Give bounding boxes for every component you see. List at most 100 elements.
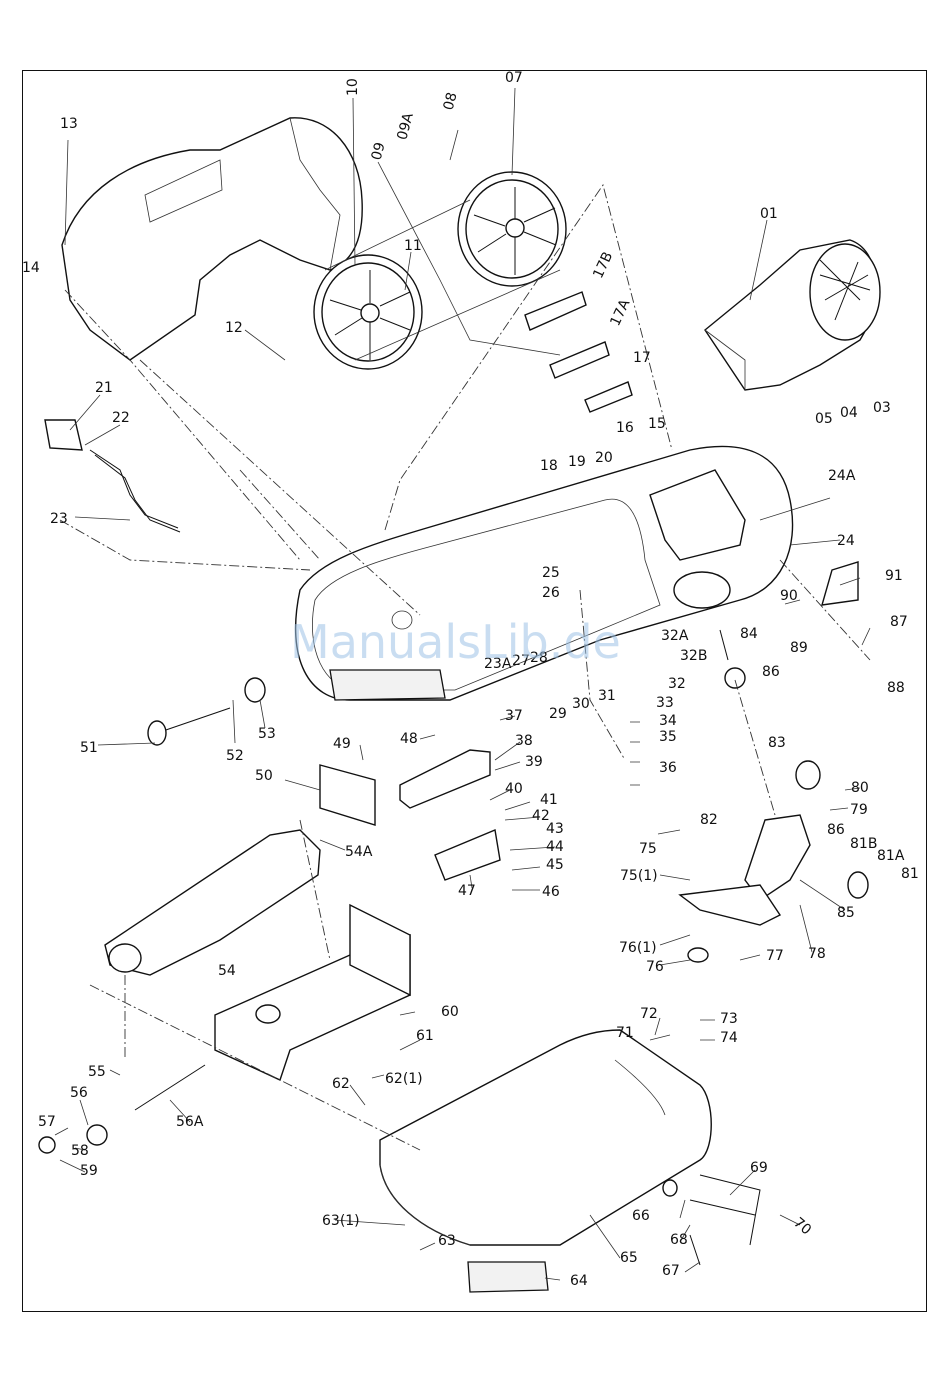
part-label: 67 (662, 1263, 680, 1279)
part-label: 32B (680, 648, 707, 664)
part-label: 23 (50, 511, 68, 527)
part-label: 60 (441, 1004, 459, 1020)
part-label: 21 (95, 380, 113, 396)
part-label: 53 (258, 726, 276, 742)
part-label: 32 (668, 676, 686, 692)
part-label: 40 (505, 781, 523, 797)
part-label: 81 (901, 866, 919, 882)
vise-arm (104, 829, 321, 976)
part-label: 41 (540, 792, 558, 808)
part-label: 38 (515, 733, 533, 749)
part-label: 29 (549, 706, 567, 722)
motor (704, 239, 881, 391)
part-label: 65 (620, 1250, 638, 1266)
alignment-lines (59, 183, 871, 1151)
part-label: 14 (22, 260, 40, 276)
part-label: 72 (640, 1006, 658, 1022)
part-label: 82 (700, 812, 718, 828)
part-label: 58 (71, 1143, 89, 1159)
part-label: 46 (542, 884, 560, 900)
part-label: 68 (670, 1232, 688, 1248)
part-label: 75 (639, 841, 657, 857)
part-label: 33 (656, 695, 674, 711)
part-label: 76 (646, 959, 664, 975)
part-label: 85 (837, 905, 855, 921)
part-label: 76(1) (619, 940, 657, 956)
part-label: 69 (750, 1160, 768, 1176)
part-label: 78 (808, 946, 826, 962)
part-label: 03 (873, 400, 891, 416)
part-label: 83 (768, 735, 786, 751)
watermark: ManualsLib.de (290, 615, 621, 669)
part-labels: 13 14 10 09A 08 07 09 11 12 17B 17A 17 1… (22, 70, 919, 1289)
part-label: 50 (255, 768, 273, 784)
part-label: 61 (416, 1028, 434, 1044)
part-label: 08 (441, 91, 461, 112)
part-label: 62(1) (385, 1071, 423, 1087)
part-label: 09 (369, 141, 389, 162)
part-label: 24 (837, 533, 855, 549)
part-label: 63(1) (322, 1213, 360, 1229)
part-label: 17 (633, 350, 651, 366)
part-label: 55 (88, 1064, 106, 1080)
part-label: 34 (659, 713, 677, 729)
part-label: 04 (840, 405, 858, 421)
part-label: 47 (458, 883, 476, 899)
part-label: 24A (828, 468, 856, 484)
part-label: 56A (176, 1114, 204, 1130)
part-label: 84 (740, 626, 758, 642)
part-label: 75(1) (620, 868, 658, 884)
part-label: 27 (512, 653, 530, 669)
part-label: 80 (851, 780, 869, 796)
part-label: 77 (766, 948, 784, 964)
lever-assembly (689, 1174, 761, 1266)
part-label: 31 (598, 688, 616, 704)
part-label: 11 (404, 238, 422, 254)
upper-wheel (457, 171, 567, 287)
diagram-frame (22, 70, 927, 1312)
swing-bracket (678, 814, 811, 926)
part-label: 43 (546, 821, 564, 837)
part-label: 89 (790, 640, 808, 656)
part-label: 17B (590, 249, 616, 281)
part-label: 01 (760, 206, 778, 222)
part-label: 86 (827, 822, 845, 838)
part-label: 09A (394, 111, 417, 142)
blade-guide-block (319, 749, 501, 881)
blade-guard-cover (61, 117, 363, 361)
part-label: 90 (780, 588, 798, 604)
part-label: 10 (345, 78, 361, 96)
part-label: 05 (815, 411, 833, 427)
part-label: 48 (400, 731, 418, 747)
part-label: 26 (542, 585, 560, 601)
part-label: 73 (720, 1011, 738, 1027)
part-label: 63 (438, 1233, 456, 1249)
part-label: 54A (345, 844, 373, 860)
part-label: 25 (542, 565, 560, 581)
part-label: 23A (484, 656, 512, 672)
base-table (379, 1029, 712, 1293)
part-label: 81A (877, 848, 905, 864)
part-label: 54 (218, 963, 236, 979)
part-label: 81B (850, 836, 877, 852)
part-label: 64 (570, 1273, 588, 1289)
part-label: 13 (60, 116, 78, 132)
part-label: 30 (572, 696, 590, 712)
part-label: 18 (540, 458, 558, 474)
part-label: 56 (70, 1085, 88, 1101)
part-label: 19 (568, 454, 586, 470)
part-label: 71 (616, 1025, 634, 1041)
screws (38, 561, 869, 1197)
part-label: 20 (595, 450, 613, 466)
part-label: 49 (333, 736, 351, 752)
part-label: 62 (332, 1076, 350, 1092)
part-label: 28 (530, 650, 548, 666)
part-label: 57 (38, 1114, 56, 1130)
vise-table (214, 903, 411, 1081)
part-label: 88 (887, 680, 905, 696)
part-label: 52 (226, 748, 244, 764)
leader-lines (54, 87, 871, 1281)
part-label: 51 (80, 740, 98, 756)
part-label: 86 (762, 664, 780, 680)
